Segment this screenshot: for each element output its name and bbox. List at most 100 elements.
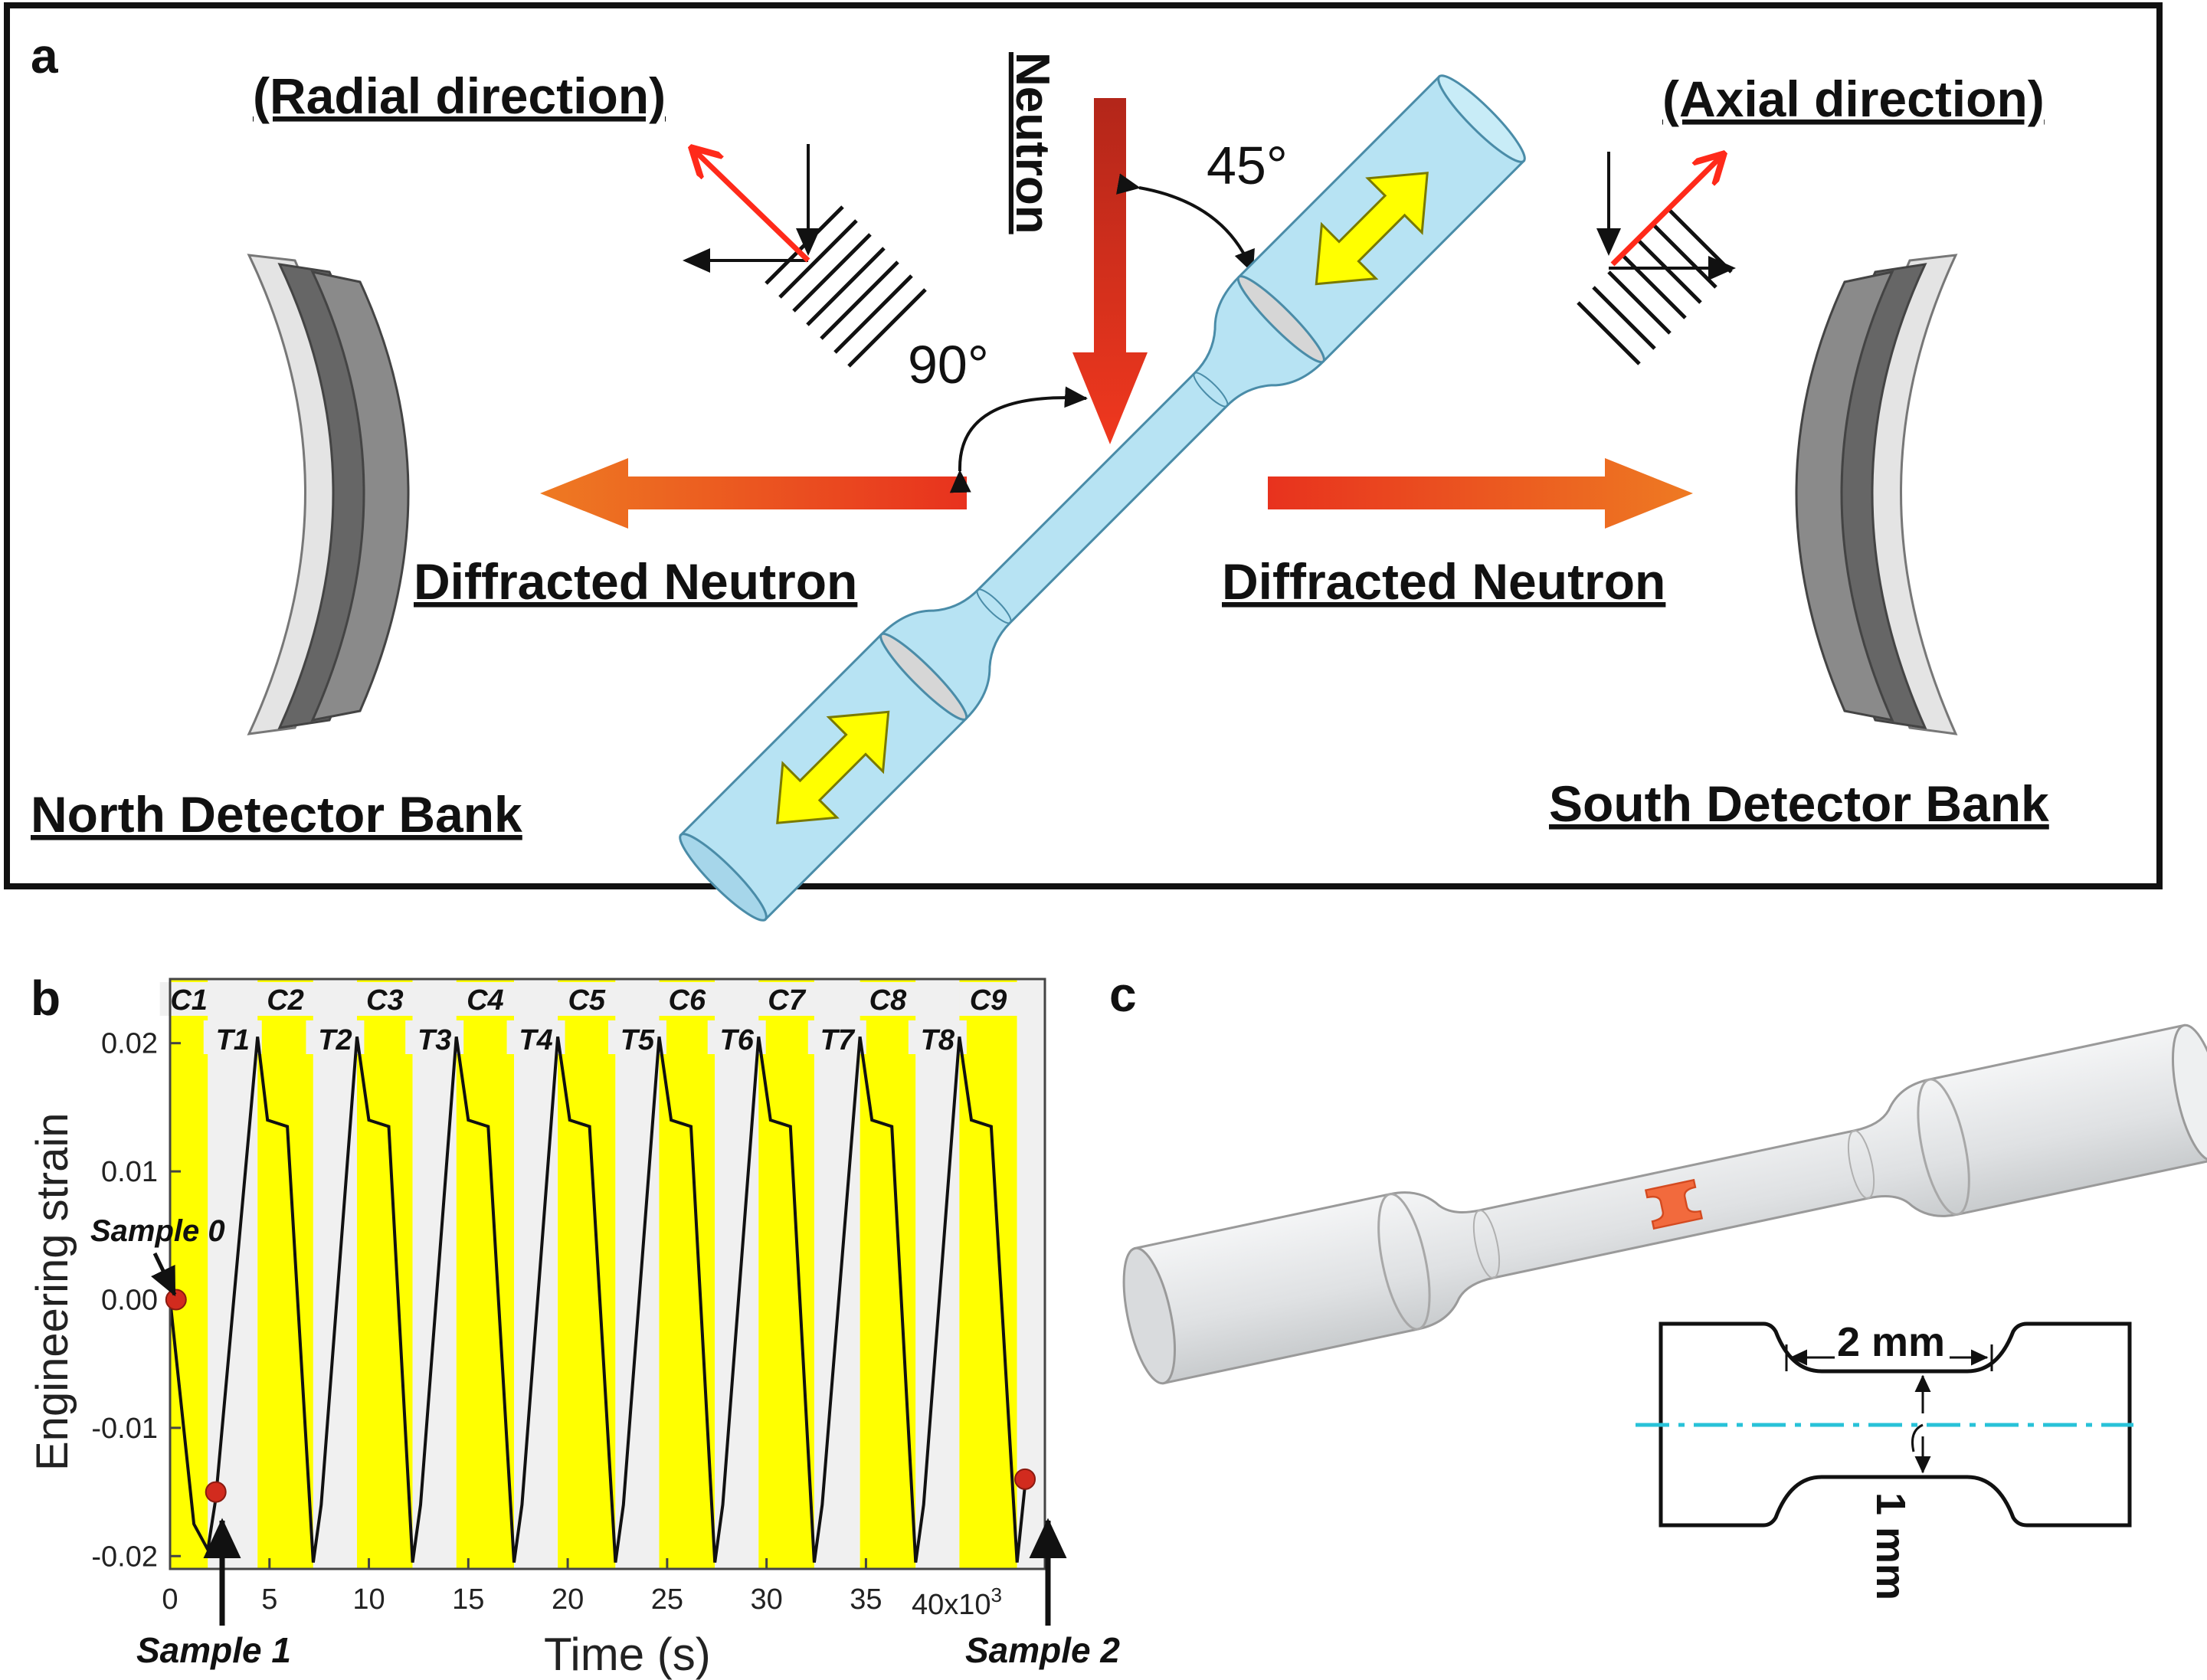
tension-band [208, 979, 258, 1569]
panel-b-letter: b [31, 971, 61, 1026]
segment-label-bg [959, 982, 1018, 1016]
gauge-section-drawing: 2 mm 1 mm [1636, 1319, 2133, 1600]
y-tick-label: 0.02 [101, 1028, 158, 1060]
sample-2-label: Sample 2 [965, 1630, 1120, 1670]
tension-band [615, 979, 660, 1569]
x-tick-label: 10 [352, 1583, 385, 1616]
segment-label-bg [456, 982, 515, 1016]
angle-45-arc [1115, 173, 1255, 273]
compression-band [356, 979, 413, 1569]
compression-label: C6 [669, 984, 706, 1017]
panel-a: a [4, 2, 2163, 922]
compression-label: C7 [768, 984, 806, 1017]
panel-c-letter: c [1109, 967, 1137, 1022]
dim-1mm-label: 1 mm [1868, 1492, 1914, 1600]
tension-band [1017, 979, 1026, 1569]
load-arrow-upper [1315, 172, 1429, 286]
tension-label: T2 [318, 1024, 352, 1056]
south-detector-bank-label: South Detector Bank [1549, 775, 2049, 832]
x-tick-label: 30 [750, 1583, 782, 1616]
segment-label-bg [203, 1020, 262, 1054]
compression-band [860, 979, 916, 1569]
segment-label-bg [858, 982, 917, 1016]
sample-point-marker [165, 1289, 187, 1311]
x-tick-label: 0 [162, 1583, 178, 1616]
compression-label: C1 [170, 984, 208, 1017]
segment-label-bg [908, 1020, 967, 1054]
compression-label: C8 [869, 984, 907, 1017]
segment-label-bg [657, 982, 716, 1016]
sample-point-marker [205, 1481, 227, 1503]
tension-label: T3 [417, 1024, 451, 1056]
x-axis-multiplier: 40x103 [912, 1583, 1002, 1621]
dim-1mm-leader [1911, 1423, 1924, 1452]
compression-band [659, 979, 715, 1569]
diffracted-beam-left-arrow [540, 458, 967, 529]
dim-2mm-label: 2 mm [1837, 1319, 1945, 1365]
tension-label: T8 [921, 1024, 955, 1056]
angle-45-label: 45° [1207, 136, 1288, 195]
segment-label-bg [557, 982, 616, 1016]
x-tick-label: 25 [651, 1583, 683, 1616]
tension-label: T7 [820, 1024, 856, 1056]
tension-band [412, 979, 457, 1569]
compression-band [456, 979, 515, 1569]
chart-sample-points [165, 1289, 1036, 1503]
axial-normal-arrow [1610, 156, 1722, 267]
neutron-label: Neutron [1006, 52, 1059, 234]
compression-label: C5 [568, 984, 605, 1017]
y-axis-label: Engineering strain [28, 1112, 77, 1471]
diffracted-neutron-right-label: Diffracted Neutron [1222, 553, 1665, 610]
segment-label-bg [355, 982, 414, 1016]
y-tick-label: 0.00 [101, 1284, 158, 1316]
diffracted-beam-right-arrow [1268, 458, 1693, 529]
sample-0-arrow [151, 1252, 177, 1297]
tension-label: T6 [720, 1024, 755, 1056]
north-detector-bank-label: North Detector Bank [31, 786, 522, 843]
compression-band [959, 979, 1017, 1569]
sample-1-label: Sample 1 [136, 1630, 291, 1670]
segment-label-bg [757, 982, 816, 1016]
compression-band [558, 979, 616, 1569]
panel-a-letter: a [31, 28, 58, 84]
tension-band [715, 979, 759, 1569]
tension-label: T4 [519, 1024, 552, 1056]
panel-c: c 2 mm 1 mm [1109, 967, 2207, 1600]
angle-90-label: 90° [908, 335, 989, 395]
specimen-rod [679, 74, 1526, 922]
gauge-section-icon [1644, 1178, 1704, 1230]
x-axis-label: Time (s) [544, 1629, 711, 1680]
tension-label: T1 [216, 1024, 250, 1056]
compression-label: C4 [467, 984, 504, 1017]
x-tick-label: 15 [452, 1583, 484, 1616]
tension-band [915, 979, 960, 1569]
compression-label: C9 [970, 984, 1007, 1017]
segment-label-bg [506, 1020, 565, 1054]
sample-point-marker [1014, 1468, 1036, 1490]
y-tick-label: -0.01 [91, 1413, 158, 1445]
y-tick-label: -0.02 [91, 1541, 158, 1573]
x-tick-label: 20 [552, 1583, 584, 1616]
x-tick-label: 5 [261, 1583, 277, 1616]
strain-series-line [169, 1036, 1027, 1563]
panel-a-frame [4, 2, 2163, 889]
compression-label: C3 [366, 984, 404, 1017]
compression-band [758, 979, 814, 1569]
segment-label-bg [807, 1020, 866, 1054]
x-tick-label: 35 [850, 1583, 882, 1616]
tension-band [814, 979, 860, 1569]
north-detector-bank-shape [247, 254, 410, 735]
south-detector-bank-shape [1795, 254, 1958, 735]
radial-normal-arrow [693, 149, 810, 263]
tension-band [514, 979, 558, 1569]
sample-0-label: Sample 0 [90, 1214, 225, 1248]
axial-direction-label: (Axial direction) [1662, 70, 2045, 127]
tension-label: T5 [621, 1024, 655, 1056]
chart-strain-line [169, 1036, 1027, 1563]
load-arrow-lower [776, 710, 890, 824]
compression-label: C2 [267, 984, 304, 1017]
angle-90-arc [949, 386, 1088, 493]
